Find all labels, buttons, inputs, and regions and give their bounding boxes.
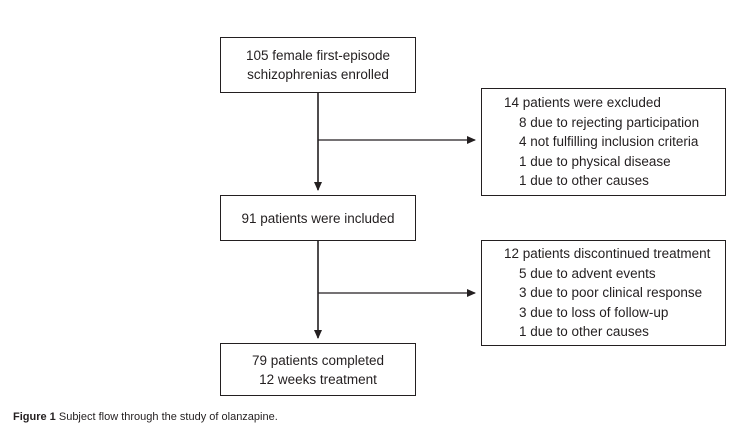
- node-line: 14 patients were excluded: [504, 95, 661, 111]
- node-line: 5 due to advent events: [519, 265, 656, 281]
- figure-caption-text: Subject flow through the study of olanza…: [58, 411, 278, 423]
- node-line: 12 patients discontinued treatment: [504, 246, 711, 262]
- figure-caption-label: Figure 1: [13, 411, 56, 423]
- node-line: 1 due to other causes: [519, 324, 649, 340]
- node-line: 1 due to other causes: [519, 173, 649, 189]
- node-line: 3 due to loss of follow-up: [519, 304, 669, 320]
- flow-diagram: 105 female first-episode schizophrenias …: [220, 37, 726, 396]
- node-line: 105 female first-episode: [245, 48, 391, 63]
- node-discontinued: 12 patients discontinued treatment 5 due…: [481, 240, 726, 346]
- node-line: 1 due to physical disease: [519, 153, 671, 169]
- node-excluded: 14 patients were excluded 8 due to rejec…: [481, 88, 726, 196]
- node-line: 79 patients completed: [251, 352, 385, 368]
- node-line: 8 due to rejecting participation: [519, 114, 700, 130]
- node-line: 3 due to poor clinical response: [519, 285, 703, 301]
- node-line: 12 weeks treatment: [259, 371, 377, 387]
- figure-caption: Figure 1 Subject flow through the study …: [13, 410, 733, 425]
- node-line: schizophrenias enrolled: [247, 67, 389, 82]
- node-line: 91 patients were included: [241, 210, 395, 226]
- node-included: 91 patients were included: [220, 195, 416, 241]
- node-enrolled: 105 female first-episode schizophrenias …: [220, 37, 416, 93]
- connector-layer: [314, 93, 476, 339]
- node-line: 4 not fulfilling inclusion criteria: [519, 134, 699, 150]
- node-completed: 79 patients completed 12 weeks treatment: [220, 343, 416, 396]
